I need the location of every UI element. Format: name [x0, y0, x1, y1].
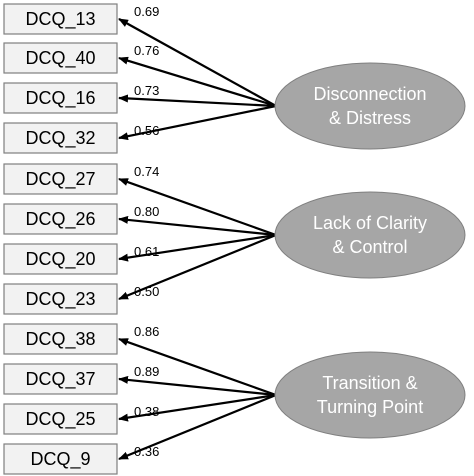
- indicator-label: DCQ_16: [25, 88, 95, 109]
- indicator-label: DCQ_32: [25, 128, 95, 149]
- loading-label: 0.36: [134, 444, 159, 459]
- indicator-box: [3, 363, 118, 395]
- path-arrow: [118, 56, 277, 108]
- indicator-box: [3, 163, 118, 195]
- loading-label: 0.89: [134, 364, 159, 379]
- path-arrow: [118, 233, 277, 301]
- indicator-label: DCQ_27: [25, 169, 95, 190]
- indicator-box: [3, 323, 118, 355]
- factor-ellipse: [274, 62, 466, 150]
- indicator-label: DCQ_20: [25, 249, 95, 270]
- factor-label-line1: Lack of Clarity: [313, 213, 427, 233]
- factor-label-line2: & Control: [332, 237, 407, 257]
- indicator-box: [3, 3, 118, 35]
- indicator-box: [3, 443, 118, 475]
- indicator-label: DCQ_38: [25, 329, 95, 350]
- indicator-label: DCQ_13: [25, 9, 95, 30]
- factor-label-line1: Disconnection: [313, 84, 426, 104]
- factor-label-line2: & Distress: [329, 108, 411, 128]
- factor-ellipse: [274, 351, 466, 439]
- loading-label: 0.80: [134, 204, 159, 219]
- loading-label: 0.73: [134, 83, 159, 98]
- loading-label: 0.38: [134, 404, 159, 419]
- indicator-box: [3, 82, 118, 114]
- factor-label-line1: Transition &: [322, 373, 417, 393]
- indicator-label: DCQ_25: [25, 409, 95, 430]
- loading-label: 0.74: [134, 164, 159, 179]
- path-arrow: [118, 233, 277, 262]
- loading-label: 0.61: [134, 244, 159, 259]
- indicator-label: DCQ_9: [30, 449, 90, 470]
- indicator-label: DCQ_23: [25, 289, 95, 310]
- indicator-box: [3, 403, 118, 435]
- indicator-label: DCQ_37: [25, 369, 95, 390]
- path-arrow: [118, 375, 277, 397]
- path-arrow: [118, 177, 277, 237]
- loading-label: 0.76: [134, 43, 159, 58]
- factor-label-line2: Turning Point: [317, 397, 423, 417]
- factor-ellipse: [274, 191, 466, 279]
- path-arrow: [118, 393, 277, 422]
- loading-label: 0.86: [134, 324, 159, 339]
- path-arrow: [118, 104, 277, 141]
- indicator-box: [3, 283, 118, 315]
- path-arrow: [118, 18, 277, 107]
- indicator-box: [3, 42, 118, 74]
- indicator-box: [3, 243, 118, 275]
- indicator-box: [3, 122, 118, 154]
- path-arrow: [118, 215, 277, 237]
- loading-label: 0.50: [134, 284, 159, 299]
- path-arrow: [118, 393, 277, 461]
- path-arrow: [118, 337, 277, 397]
- loading-label: 0.69: [134, 4, 159, 19]
- indicator-box: [3, 203, 118, 235]
- loading-label: 0.56: [134, 123, 159, 138]
- indicator-label: DCQ_26: [25, 209, 95, 230]
- indicator-label: DCQ_40: [25, 48, 95, 69]
- path-arrow: [118, 94, 277, 108]
